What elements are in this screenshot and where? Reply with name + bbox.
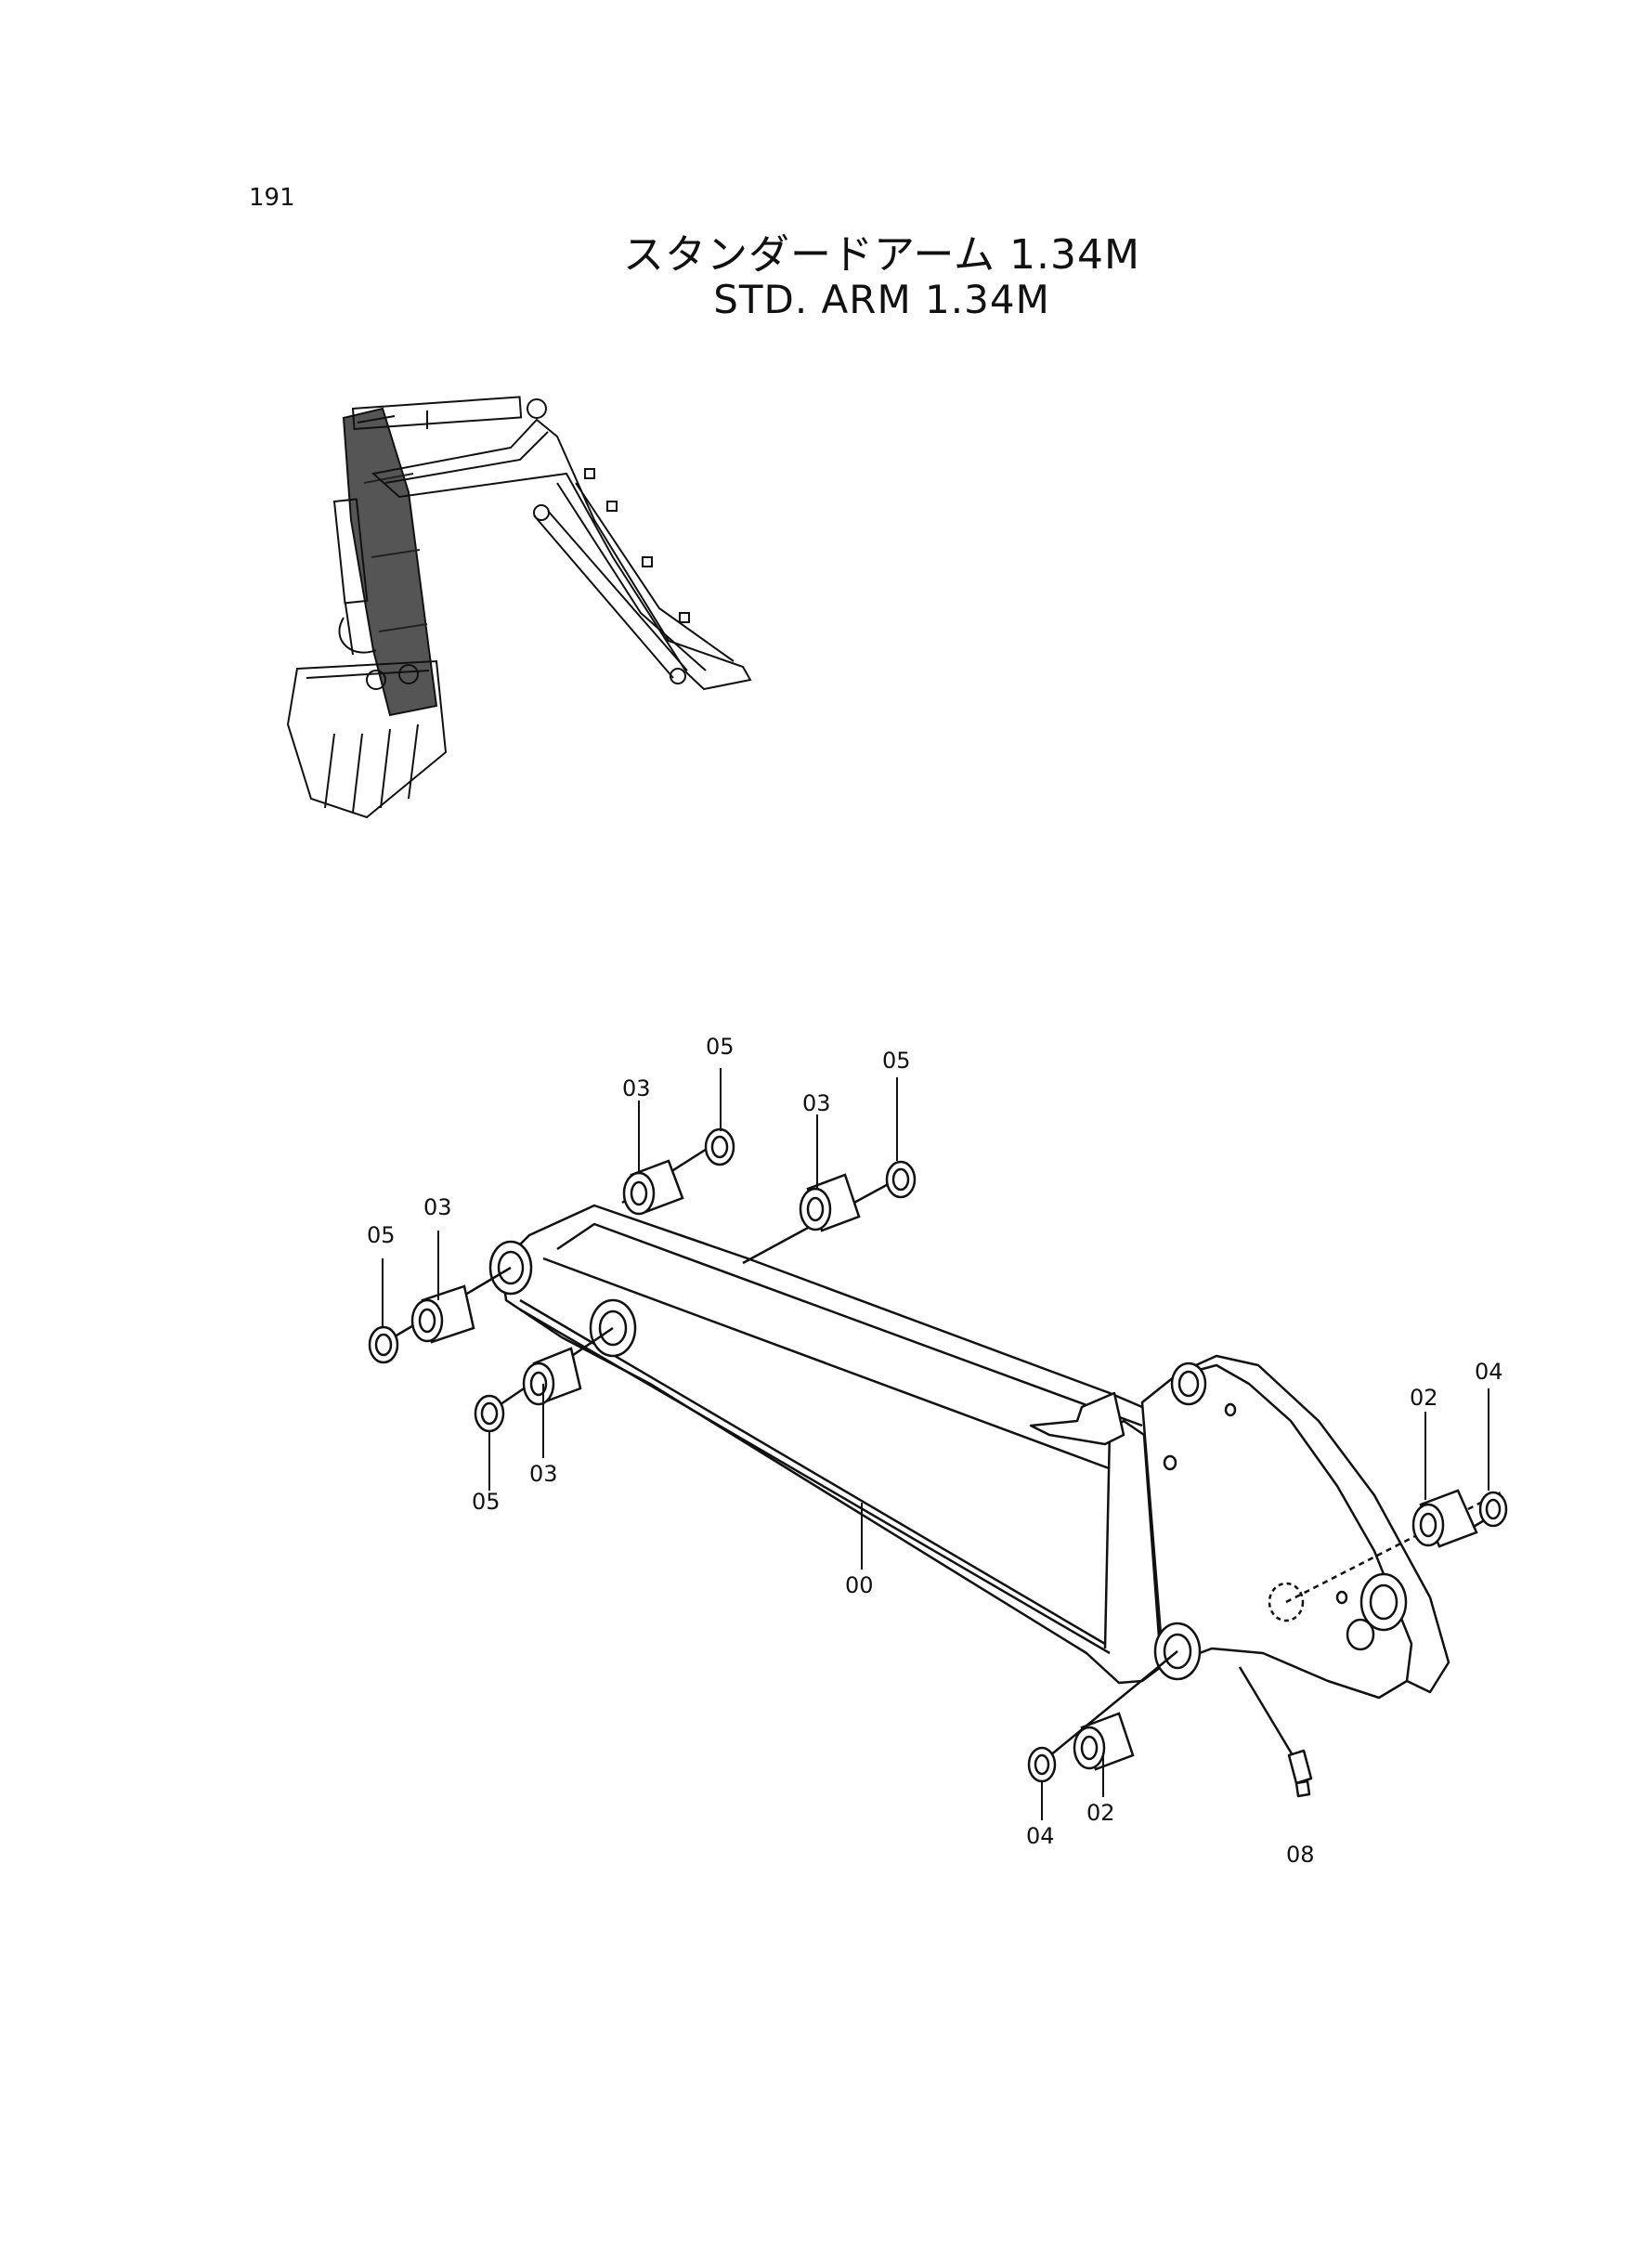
page-number: 191	[249, 184, 295, 212]
callout-label: 03	[622, 1075, 651, 1101]
callout-label: 05	[472, 1489, 501, 1515]
seal-05-c	[704, 1127, 735, 1166]
bushing-02-a	[1411, 1489, 1478, 1548]
callout-label: 00	[845, 1572, 874, 1598]
callout-label: 03	[423, 1194, 452, 1220]
bushing-03-a	[410, 1284, 475, 1344]
bushing-02-b	[1073, 1712, 1135, 1771]
callout-label: 04	[1026, 1823, 1055, 1849]
exploded-parts	[368, 1127, 1508, 1783]
callout-label: 05	[882, 1048, 911, 1074]
callout-labels: 05 03 03 05 03 05 05 03 00 02 04 02 04 0…	[367, 1034, 1503, 1868]
seal-05-d	[885, 1160, 917, 1199]
inset-bucket	[286, 659, 448, 819]
grease-fitting	[1238, 1666, 1313, 1798]
title-japanese: スタンダードアーム 1.34M	[623, 231, 1140, 279]
excavator-inset-illustration	[286, 396, 752, 819]
bushing-03-c	[622, 1159, 684, 1216]
seal-04-b	[1027, 1746, 1057, 1783]
inset-arm-highlighted	[342, 407, 438, 717]
leader-lines	[382, 1068, 1489, 1820]
bushing-03-d	[799, 1173, 861, 1232]
title-english: STD. ARM 1.34M	[713, 277, 1050, 322]
seal-05-b	[474, 1394, 505, 1433]
callout-label: 02	[1086, 1800, 1115, 1826]
inset-boom-cylinder	[533, 504, 688, 684]
inset-arm-cylinder	[351, 396, 547, 431]
callout-label: 04	[1475, 1359, 1503, 1385]
inset-boom	[371, 418, 752, 691]
seal-05-a	[368, 1325, 399, 1364]
callout-label: 03	[802, 1090, 831, 1116]
callout-label: 05	[367, 1222, 396, 1248]
inset-bucket-cylinder	[332, 498, 377, 656]
callout-label: 08	[1286, 1842, 1315, 1868]
callout-label: 02	[1410, 1385, 1438, 1411]
seal-04-a	[1478, 1491, 1508, 1528]
arm-assembly	[488, 1204, 1450, 1798]
bushing-03-b	[522, 1347, 582, 1406]
callout-label: 05	[706, 1034, 735, 1060]
callout-label: 03	[529, 1461, 558, 1487]
